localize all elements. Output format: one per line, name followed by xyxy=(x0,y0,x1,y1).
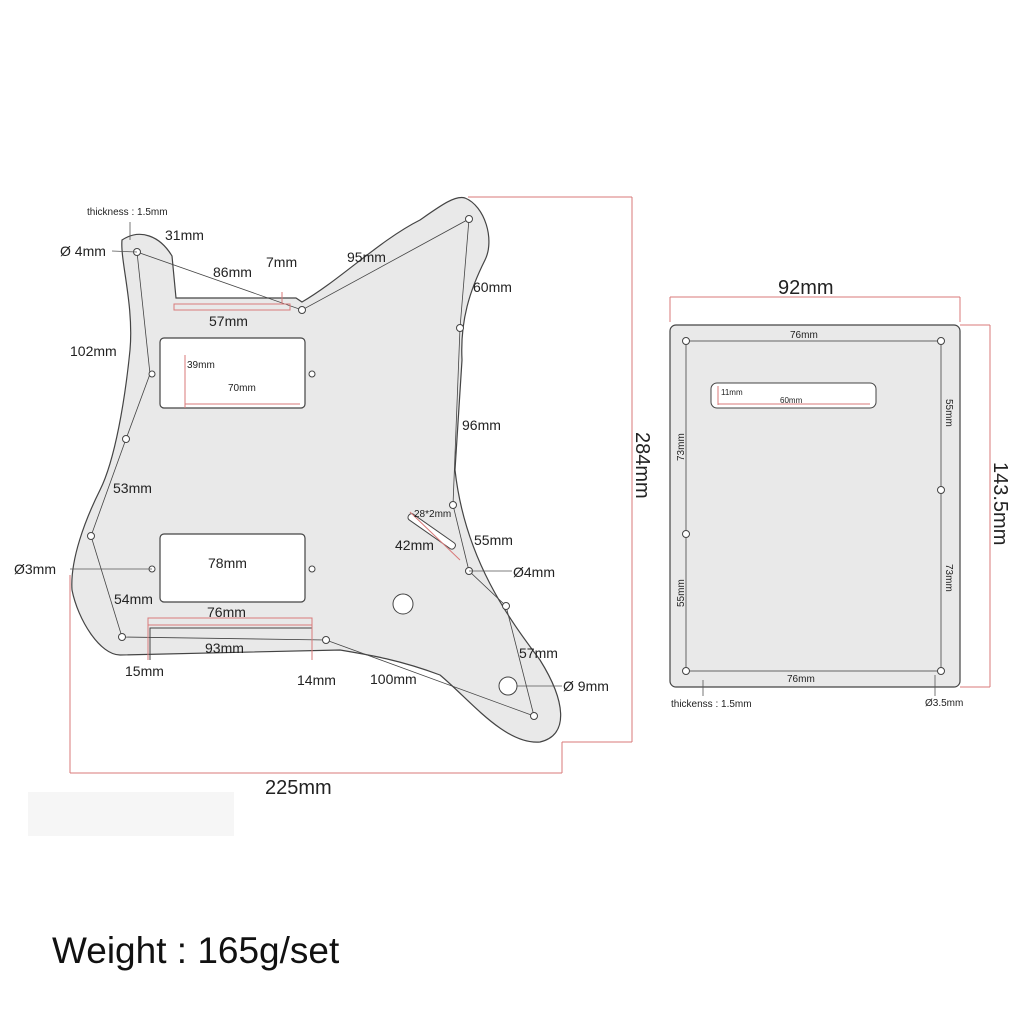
backplate-left-upper-label: 73mm xyxy=(676,433,687,461)
backplate-hole-path xyxy=(685,340,942,672)
hole-top-left-label: Ø 4mm xyxy=(60,243,106,259)
neck-pickup-cutout xyxy=(159,337,306,409)
hole-right-label: Ø4mm xyxy=(513,564,555,580)
bottom-cut-span-label: 93mm xyxy=(205,640,244,656)
top-span-label: 95mm xyxy=(347,249,386,265)
neck-pickup-width-label: 70mm xyxy=(228,383,256,394)
pickguard-drawing: thickness : 1.5mm Ø 4mm 31mm 7mm 86mm 95… xyxy=(14,196,653,799)
overall-height-label: 284mm xyxy=(631,432,653,499)
neck-pickup-height-label: 39mm xyxy=(187,360,215,371)
lower-right-span-label: 57mm xyxy=(519,645,558,661)
screw-hole xyxy=(322,636,330,644)
switch-slot xyxy=(407,513,456,550)
switch-span-label: 42mm xyxy=(395,537,434,553)
backplate-height-label: 143.5mm xyxy=(989,462,1011,545)
backplate-thickness-label: thickenss : 1.5mm xyxy=(671,699,752,710)
screw-hole xyxy=(308,565,316,573)
jack-hole-label: Ø 9mm xyxy=(563,678,609,694)
red-dimension-markers xyxy=(147,292,461,660)
pickguard-outline xyxy=(71,196,562,743)
screw-hole xyxy=(937,486,945,494)
backplate-bottom-span-label: 76mm xyxy=(787,674,815,685)
backplate-slot-height-label: 11mm xyxy=(721,388,743,397)
backplate-slot xyxy=(710,382,877,409)
screw-hole xyxy=(118,633,126,641)
neck-cut-length-label: 57mm xyxy=(209,313,248,329)
switch-slot-label: 28*2mm xyxy=(414,509,451,520)
bridge-pickup-width-label: 78mm xyxy=(208,555,247,571)
screw-hole xyxy=(308,370,316,378)
backplate-outline xyxy=(669,324,961,688)
switch-to-hole-label: 55mm xyxy=(474,532,513,548)
screw-hole xyxy=(122,435,130,443)
screw-hole xyxy=(298,306,306,314)
left-bottom-label: 54mm xyxy=(114,591,153,607)
weight-label: Weight : 165g/set xyxy=(52,930,340,971)
screw-hole xyxy=(148,370,156,378)
screw-hole xyxy=(937,337,945,345)
overall-dimension-lines xyxy=(69,196,633,774)
screw-hole xyxy=(530,712,538,720)
backplate-dimension-lines xyxy=(669,296,991,688)
bottom-cut-width-label: 76mm xyxy=(207,604,246,620)
neck-edge-span-label: 86mm xyxy=(213,264,252,280)
backplate-left-lower-label: 55mm xyxy=(676,579,687,607)
bottom-cut-left-label: 15mm xyxy=(125,663,164,679)
backplate-hole-label: Ø3.5mm xyxy=(925,698,963,709)
bottom-cut-right-label: 14mm xyxy=(297,672,336,688)
backplate-leader-lines xyxy=(702,675,936,696)
screw-hole xyxy=(456,324,464,332)
screw-hole xyxy=(682,667,690,675)
screw-hole-path xyxy=(90,218,535,717)
hole-left-label: Ø3mm xyxy=(14,561,56,577)
screw-holes xyxy=(87,215,538,720)
screw-hole xyxy=(937,667,945,675)
backplate-screw-holes xyxy=(682,337,945,675)
jack-hole xyxy=(498,676,518,696)
pickguard-thickness-label: thickness : 1.5mm xyxy=(87,207,168,218)
right-span-label: 96mm xyxy=(462,417,501,433)
bridge-pickup-cutout xyxy=(159,533,306,603)
backplate-slot-width-label: 60mm xyxy=(780,396,803,405)
screw-hole xyxy=(502,602,510,610)
screw-hole xyxy=(87,532,95,540)
backplate-right-upper-label: 55mm xyxy=(943,399,954,427)
backplate-top-span-label: 76mm xyxy=(790,330,818,341)
screw-hole xyxy=(682,530,690,538)
bottom-edge-span-label: 100mm xyxy=(370,671,417,687)
screw-hole xyxy=(465,215,473,223)
backplate-drawing: 92mm 143.5mm 76mm 11mm 60mm 73mm 55mm 55… xyxy=(669,277,1011,710)
watermark-area xyxy=(28,792,234,836)
horn-drop-label: 60mm xyxy=(473,279,512,295)
screw-hole xyxy=(682,337,690,345)
backplate-right-lower-label: 73mm xyxy=(943,564,954,592)
neck-cut-width-label: 31mm xyxy=(165,227,204,243)
neck-cut-depth-label: 7mm xyxy=(266,254,297,270)
control-hole xyxy=(392,593,414,615)
leader-lines xyxy=(70,222,562,687)
overall-width-label: 225mm xyxy=(265,777,332,799)
backplate-width-label: 92mm xyxy=(778,277,834,299)
left-height-label: 102mm xyxy=(70,343,117,359)
screw-hole xyxy=(449,501,457,509)
left-lower-label: 53mm xyxy=(113,480,152,496)
